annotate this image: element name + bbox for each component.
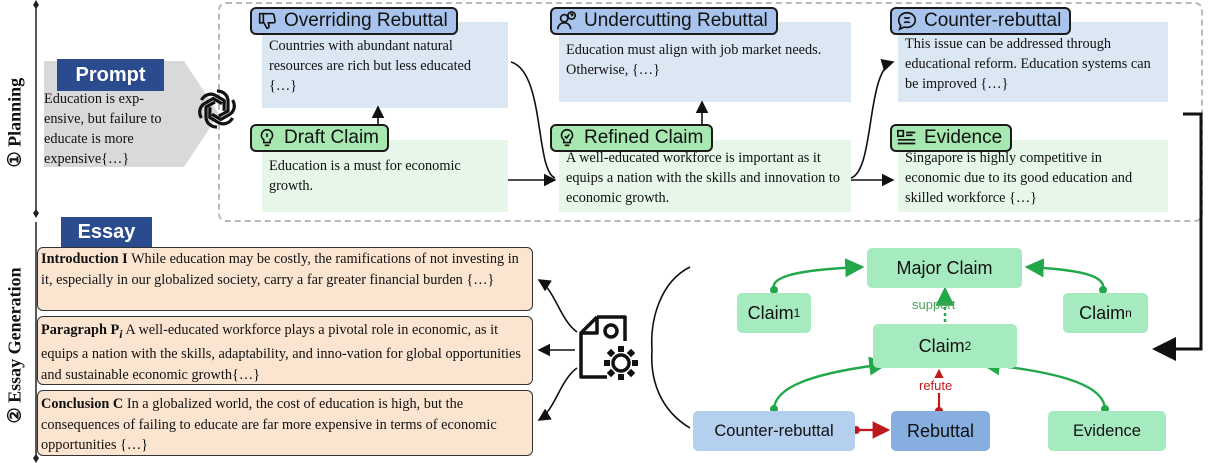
undercutting-rebuttal-text: Education must align with job market nee… — [559, 22, 851, 102]
prompt-text: Education is exp-ensive, but failure to … — [44, 91, 162, 167]
refute-label: refute — [917, 378, 955, 393]
draft-claim-label: Draft Claim — [284, 127, 380, 148]
lightbulb-icon — [260, 128, 274, 147]
refined-claim-label: Refined Claim — [584, 127, 704, 148]
counter-rebuttal-node: Counter-rebuttal — [693, 411, 855, 451]
refined-claim-tag: Refined Claim — [550, 124, 714, 152]
claim-1-subscript: 1 — [793, 306, 801, 320]
person-question-icon — [557, 11, 577, 30]
essay-paragraph: Paragraph Pi A well-educated workforce p… — [37, 316, 533, 385]
evidence-text: Singapore is highly competitive in econo… — [898, 140, 1168, 212]
rebuttal-node: Rebuttal — [891, 411, 990, 451]
introduction-text: While education may be costly, the ramif… — [41, 251, 519, 288]
evidence-label: Evidence — [924, 127, 1003, 148]
counter-rebuttal-label: Counter-rebuttal — [924, 10, 1062, 31]
claim-2-label: Claim — [918, 335, 965, 356]
overriding-rebuttal-text: Countries with abundant natural resource… — [262, 22, 508, 108]
support-label: support — [912, 297, 956, 312]
counter-rebuttal-tag: Counter-rebuttal — [890, 7, 1072, 35]
undercutting-rebuttal-label: Undercutting Rebuttal — [584, 10, 768, 31]
section-brackets — [33, 0, 39, 463]
claim-2-subscript: 2 — [964, 339, 972, 353]
draft-claim-tag: Draft Claim — [250, 124, 390, 152]
major-claim-node: Major Claim — [867, 248, 1022, 288]
lightbulb-check-icon — [560, 128, 574, 147]
evidence-tag: Evidence — [890, 124, 1013, 152]
thumbs-down-icon — [258, 12, 276, 30]
prompt-panel: Prompt Education is exp-ensive, but fail… — [44, 59, 219, 167]
planning-region — [218, 2, 1203, 222]
essay-conclusion: Conclusion C In a globalized world, the … — [37, 390, 533, 456]
refined-claim-text: A well-educated workforce is important a… — [559, 140, 851, 212]
undercutting-rebuttal-tag: Undercutting Rebuttal — [550, 7, 778, 35]
conclusion-heading: Conclusion C — [41, 396, 124, 412]
document-list-icon — [897, 129, 916, 145]
claim-n-subscript: n — [1125, 306, 1132, 320]
brain-chat-icon — [897, 11, 917, 31]
paragraph-heading: Paragraph P — [41, 322, 120, 338]
introduction-heading: Introduction I — [41, 251, 128, 267]
overriding-rebuttal-tag: Overriding Rebuttal — [250, 7, 458, 35]
claim-n-label: Claim — [1079, 302, 1126, 323]
paragraph-subscript: i — [119, 326, 123, 341]
conclusion-text: In a globalized world, the cost of educa… — [41, 396, 497, 453]
essay-title: Essay — [61, 217, 152, 247]
draft-claim-text: Education is a must for economic growth. — [262, 140, 508, 212]
paragraph-text: A well-educated workforce plays a pivota… — [41, 322, 521, 383]
essay-introduction: Introduction I While education may be co… — [37, 247, 533, 311]
claim-1-label: Claim — [747, 302, 794, 323]
counter-rebuttal-text: This issue can be addressed through educ… — [898, 22, 1168, 102]
prompt-title: Prompt — [57, 59, 164, 91]
ai-document-gear-icon — [579, 315, 638, 380]
evidence-node: Evidence — [1048, 411, 1166, 451]
overriding-rebuttal-label: Overriding Rebuttal — [284, 10, 448, 31]
chatgpt-logo-icon — [198, 89, 236, 129]
